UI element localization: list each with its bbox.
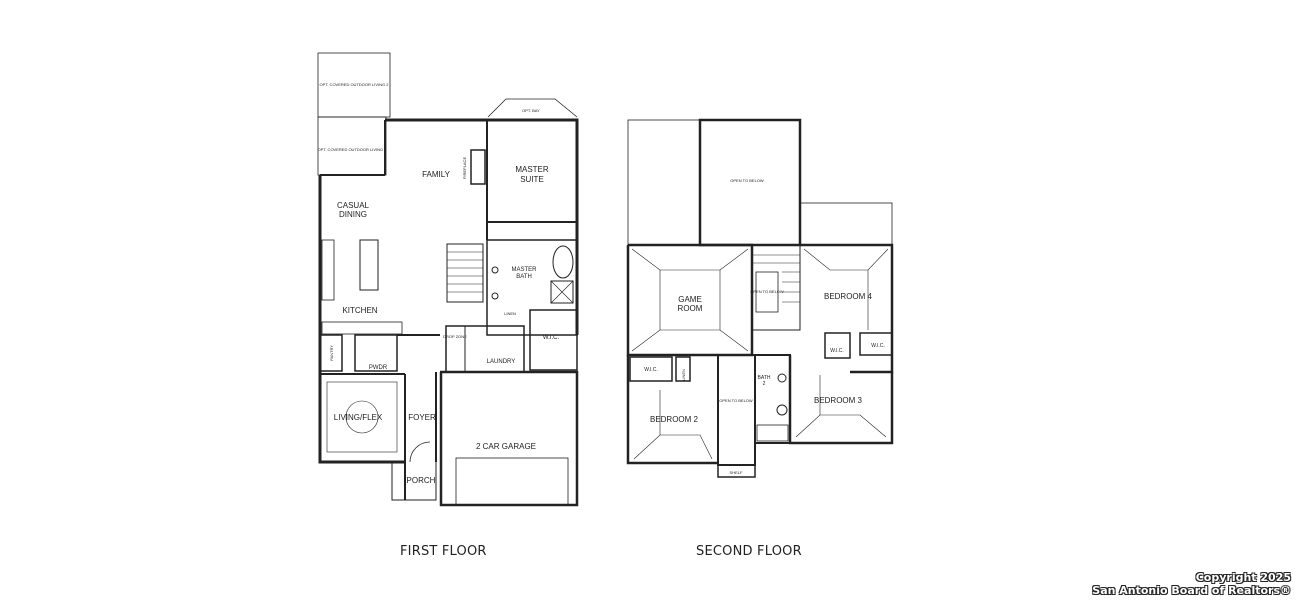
toilet	[776, 404, 788, 416]
open-to-below-outline	[755, 271, 779, 313]
tub	[552, 245, 574, 279]
label-casual-dining-1: CASUAL	[337, 201, 370, 210]
label-family: FAMILY	[422, 170, 451, 179]
label-garage: 2 CAR GARAGE	[476, 442, 536, 451]
kitchen-counter	[321, 239, 335, 301]
label-opt-outdoor-1: OPT. COVERED OUTDOOR LIVING 1	[318, 147, 388, 152]
first-floor-plan	[317, 52, 579, 507]
open-to-below-outline	[799, 202, 893, 246]
porch-outline	[391, 462, 437, 501]
label-master-suite-1: MASTER	[515, 165, 549, 174]
copyright-line-1: Copyright 2025	[1195, 571, 1291, 584]
laundry-outline	[445, 325, 525, 373]
label-living-flex: LIVING/FLEX	[334, 413, 383, 422]
label-game-room-2: ROOM	[678, 304, 703, 313]
exterior-wall	[385, 118, 579, 335]
open-to-below-outline	[627, 119, 701, 246]
game-room-ceiling	[631, 248, 749, 271]
fireplace-hearth	[470, 149, 486, 185]
label-bath-2-1: BATH	[758, 375, 771, 381]
label-open-to-below-stair: OPEN TO BELOW	[750, 289, 784, 294]
label-shelf: SHELF	[730, 470, 743, 475]
stairs	[751, 244, 801, 331]
shelf-outline	[717, 464, 756, 478]
wic-outline	[529, 309, 578, 371]
label-bedroom-3: BEDROOM 3	[814, 396, 863, 405]
label-foyer: FOYER	[408, 413, 436, 422]
second-floor-title: SECOND FLOOR	[696, 544, 802, 559]
label-bedroom-2: BEDROOM 2	[650, 415, 699, 424]
open-to-below-outline	[717, 354, 756, 466]
opt-bay-outline	[487, 98, 578, 118]
shower	[550, 280, 574, 304]
first-floor-title: FIRST FLOOR	[400, 544, 487, 559]
sink	[777, 373, 787, 383]
label-drop-zone: DROP ZONE	[443, 334, 467, 339]
pwdr-outline	[354, 334, 398, 372]
label-fireplace: FIREPLACE	[462, 157, 467, 180]
exterior-wall	[318, 175, 405, 464]
label-bath-2-2: 2	[763, 381, 766, 387]
sink	[491, 292, 499, 300]
sink	[491, 266, 499, 274]
garage-door	[455, 457, 569, 506]
label-wic: W.I.C.	[543, 335, 560, 341]
kitchen-counter	[321, 321, 403, 335]
wic-outline	[824, 332, 851, 359]
label-bedroom-4: BEDROOM 4	[824, 292, 873, 301]
label-linen: LINEN	[504, 311, 516, 316]
bath-2-outline	[754, 354, 791, 444]
label-wic-bed4-b: W.I.C.	[871, 343, 885, 349]
exterior-wall	[626, 355, 718, 465]
wic-outline	[629, 356, 673, 382]
label-open-to-below-hall: OPEN TO BELOW	[719, 398, 753, 403]
label-casual-dining-2: DINING	[339, 210, 367, 219]
stairs	[446, 243, 484, 303]
copyright-line-2: San Antonio Board of Realtors®	[1092, 584, 1291, 597]
label-opt-outdoor-2: OPT. COVERED OUTDOOR LIVING 2	[320, 82, 390, 87]
second-floor-plan	[626, 118, 894, 478]
label-master-suite-2: SUITE	[520, 175, 544, 184]
copyright-watermark: Copyright 2025 San Antonio Board of Real…	[1092, 571, 1291, 597]
label-wic-bed4-a: W.I.C.	[830, 348, 844, 354]
living-flex-ceiling	[326, 381, 398, 453]
label-linen-2: LINEN	[681, 369, 686, 381]
master-bath-outline	[486, 239, 578, 336]
linen-closet	[675, 356, 691, 382]
opt-outdoor-living-1-outline	[317, 116, 387, 176]
kitchen-island	[359, 239, 379, 291]
exterior-wall	[800, 243, 894, 374]
pantry-outline	[319, 334, 343, 372]
bathtub	[756, 424, 789, 442]
label-porch: PORCH	[407, 476, 436, 485]
garage-wall	[439, 370, 579, 507]
label-wic-bed2: W.I.C.	[644, 367, 658, 373]
label-laundry: LAUNDRY	[487, 359, 516, 365]
label-pwdr: PWDR	[369, 365, 388, 371]
label-opt-bay: OPT. BAY	[522, 108, 540, 113]
wic-outline	[859, 332, 893, 356]
label-master-bath-1: MASTER	[511, 267, 537, 273]
label-master-bath-2: BATH	[516, 274, 532, 280]
label-game-room-1: GAME	[678, 295, 702, 304]
label-pantry: PANTRY	[329, 345, 334, 361]
label-kitchen: KITCHEN	[342, 306, 377, 315]
label-open-to-below: OPEN TO BELOW	[730, 178, 764, 183]
